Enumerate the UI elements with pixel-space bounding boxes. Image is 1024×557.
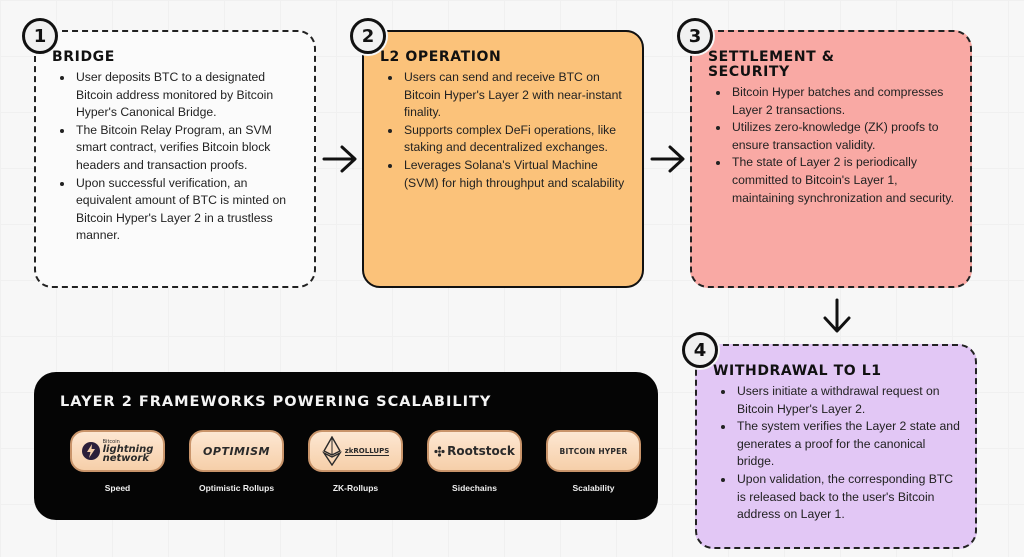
step-bridge-card: BRIDGE User deposits BTC to a designated… [34, 30, 316, 288]
ethereum-diamond-icon [321, 436, 342, 466]
framework-item-bitcoin-hyper: BITCOIN HYPER Scalability [534, 430, 653, 493]
framework-caption: Optimistic Rollups [198, 483, 275, 493]
step-settlement-card: SETTLEMENT & SECURITY Bitcoin Hyper batc… [690, 30, 972, 288]
optimism-logo: OPTIMISM [189, 430, 284, 472]
bullet-item: Bitcoin Hyper batches and compresses Lay… [730, 84, 956, 119]
step-number-badge: 2 [350, 18, 386, 54]
arrow-down-icon [823, 298, 851, 333]
step-bullets: Users initiate a withdrawal request on B… [713, 383, 961, 524]
frameworks-panel: LAYER 2 FRAMEWORKS POWERING SCALABILITY … [34, 372, 658, 520]
framework-caption: Speed [104, 483, 131, 493]
step-title: L2 OPERATION [380, 49, 502, 65]
bullet-item: Utilizes zero-knowledge (ZK) proofs to e… [730, 119, 956, 154]
arrow-right-icon [322, 145, 357, 173]
bullet-item: The state of Layer 2 is periodically com… [730, 154, 956, 207]
step-number-badge: 4 [682, 332, 718, 368]
bullet-item: Users can send and receive BTC on Bitcoi… [402, 69, 628, 122]
step-withdrawal-card: WITHDRAWAL TO L1 Users initiate a withdr… [695, 344, 977, 549]
framework-caption: ZK-Rollups [332, 483, 379, 493]
bitcoin-hyper-logo: BITCOIN HYPER [546, 430, 641, 472]
framework-item-lightning: Bitcoin lightning network Speed [58, 430, 177, 493]
framework-item-optimism: OPTIMISM Optimistic Rollups [177, 430, 296, 493]
bullet-item: The Bitcoin Relay Program, an SVM smart … [74, 122, 300, 175]
rootstock-icon [434, 445, 445, 457]
frameworks-title: LAYER 2 FRAMEWORKS POWERING SCALABILITY [60, 394, 492, 410]
rootstock-logo: Rootstock [427, 430, 522, 472]
step-bullets: User deposits BTC to a designated Bitcoi… [52, 69, 300, 245]
rootstock-logo-text: Rootstock [447, 444, 515, 458]
bullet-item: The system verifies the Layer 2 state an… [735, 418, 961, 471]
bitcoin-hyper-logo-text: BITCOIN HYPER [559, 446, 628, 456]
bullet-item: Users initiate a withdrawal request on B… [735, 383, 961, 418]
lightning-logo-line2: network [102, 453, 149, 464]
step-bullets: Users can send and receive BTC on Bitcoi… [380, 69, 628, 192]
zkrollups-logo-text: zkROLLUPS [344, 446, 390, 456]
frameworks-row: Bitcoin lightning network Speed OPTIMISM… [58, 430, 653, 493]
arrow-right-icon [650, 145, 685, 173]
step-number-badge: 1 [22, 18, 58, 54]
bullet-item: Upon validation, the corresponding BTC i… [735, 471, 961, 524]
bullet-item: Upon successful verification, an equival… [74, 175, 300, 245]
optimism-logo-text: OPTIMISM [203, 444, 270, 458]
step-title: SETTLEMENT & SECURITY [708, 49, 835, 80]
step-title: BRIDGE [52, 49, 115, 65]
lightning-logo-line1: lightning [102, 444, 154, 455]
framework-caption: Scalability [572, 483, 615, 493]
step-title: WITHDRAWAL TO L1 [713, 363, 882, 379]
step-l2-operation-card: L2 OPERATION Users can send and receive … [362, 30, 644, 288]
bullet-item: Leverages Solana's Virtual Machine (SVM)… [402, 157, 628, 192]
framework-item-rootstock: Rootstock Sidechains [415, 430, 534, 493]
bullet-item: User deposits BTC to a designated Bitcoi… [74, 69, 300, 122]
framework-caption: Sidechains [452, 483, 497, 493]
lightning-icon [81, 442, 100, 460]
bullet-item: Supports complex DeFi operations, like s… [402, 122, 628, 157]
framework-item-zkrollups: zkROLLUPS ZK-Rollups [296, 430, 415, 493]
step-number-badge: 3 [677, 18, 713, 54]
step-bullets: Bitcoin Hyper batches and compresses Lay… [708, 84, 956, 207]
lightning-logo-prefix: Bitcoin [102, 439, 120, 445]
zkrollups-logo: zkROLLUPS [308, 430, 403, 472]
lightning-network-logo: Bitcoin lightning network [70, 430, 165, 472]
